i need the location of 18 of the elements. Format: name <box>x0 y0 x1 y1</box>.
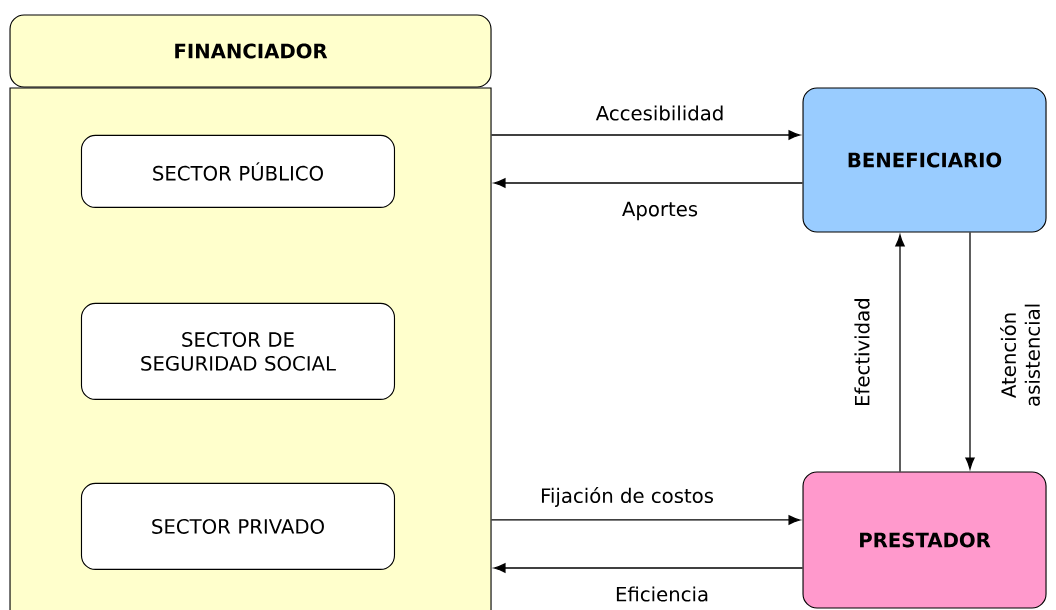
arrow <box>490 130 801 140</box>
arrow <box>895 234 905 473</box>
edge-label: Fijación de costos <box>542 487 714 507</box>
sector-box: SECTOR DE SEGURIDAD SOCIAL <box>80 302 396 400</box>
entity-box: PRESTADOR <box>802 471 1047 609</box>
arrow <box>493 563 804 573</box>
edge-label: Atención asistencial <box>1000 304 1040 406</box>
edge-label: Efectividad <box>854 299 870 406</box>
edge-label: Eficiencia <box>616 586 708 602</box>
edge-label: Accesibilidad <box>595 105 723 121</box>
arrow <box>965 231 975 470</box>
edge-label: Aportes <box>622 201 698 221</box>
header-box: FINANCIADOR <box>9 14 492 88</box>
arrow <box>490 515 801 525</box>
sector-box: SECTOR PRIVADO <box>80 482 396 570</box>
arrow <box>493 178 804 188</box>
sector-box: SECTOR PÚBLICO <box>80 134 396 208</box>
entity-box: BENEFICIARIO <box>802 87 1047 233</box>
